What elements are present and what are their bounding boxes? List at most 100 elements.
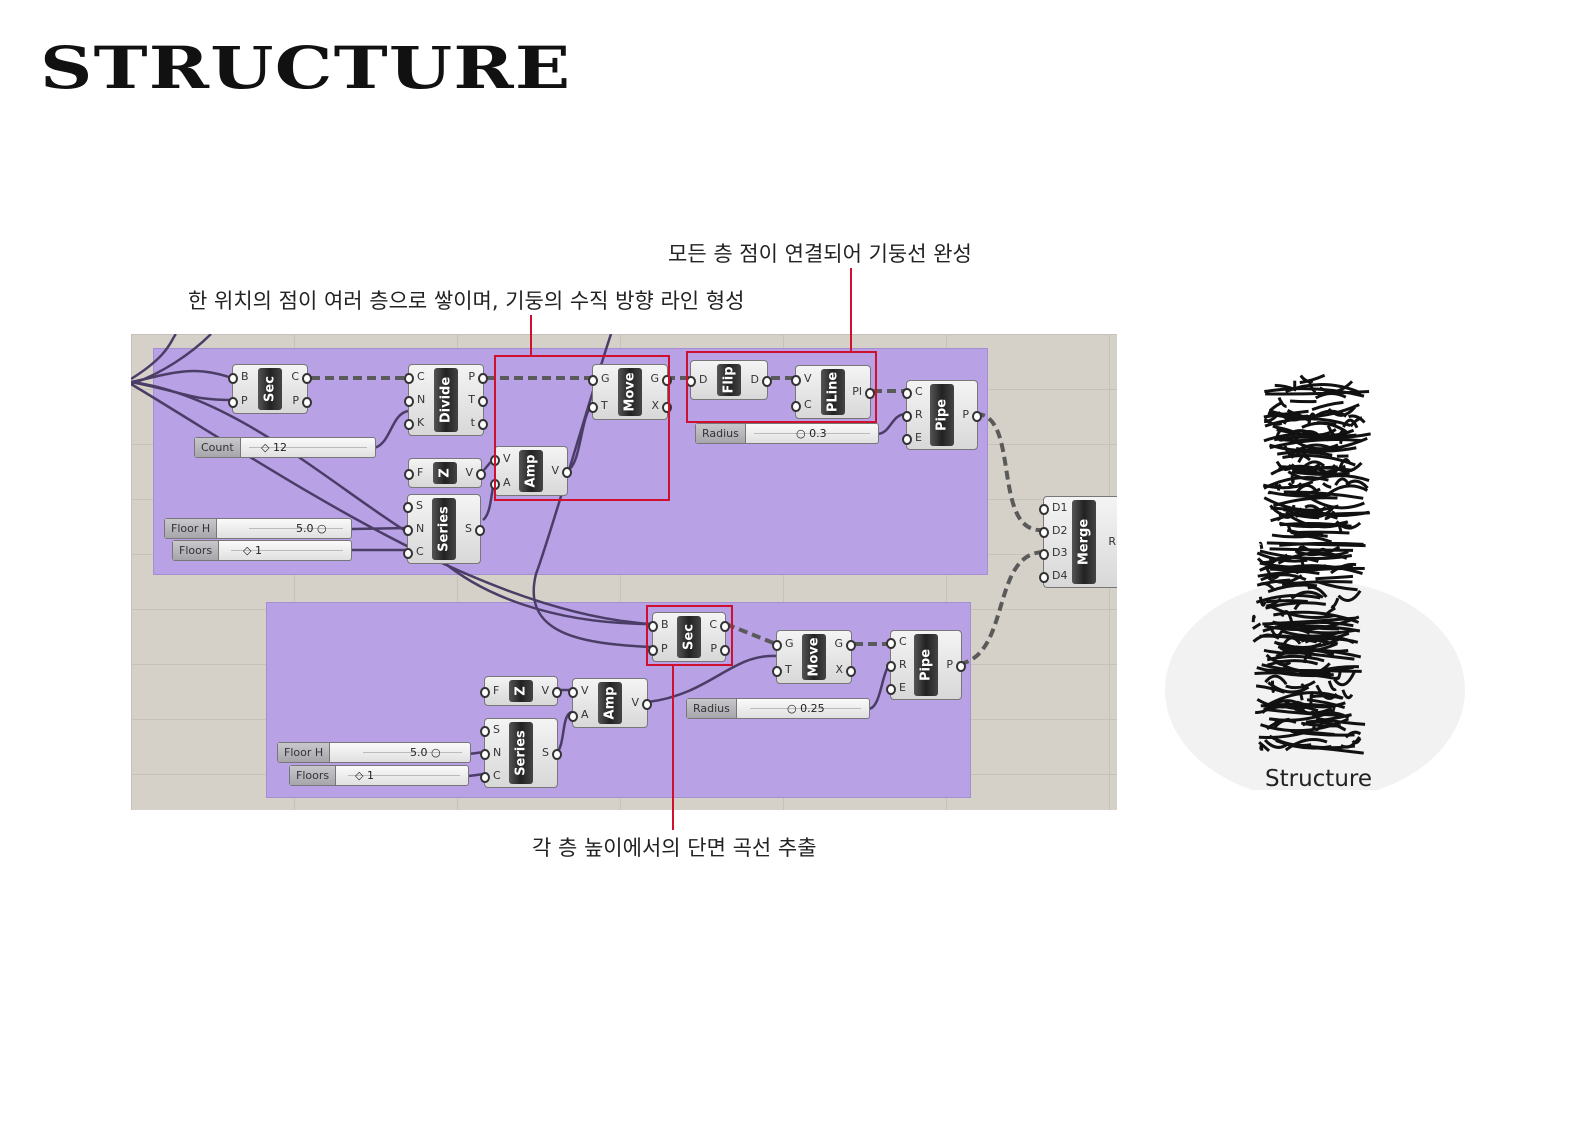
input-port[interactable]: S bbox=[403, 499, 423, 514]
input-port[interactable]: R bbox=[886, 658, 907, 672]
input-port[interactable]: C bbox=[480, 768, 501, 783]
input-port[interactable]: P bbox=[228, 394, 248, 408]
input-port[interactable]: V bbox=[791, 372, 812, 386]
output-port[interactable]: V bbox=[541, 684, 561, 698]
input-port[interactable]: A bbox=[568, 708, 589, 722]
output-port[interactable]: P bbox=[292, 394, 311, 408]
input-port[interactable]: N bbox=[402, 522, 425, 536]
output-port[interactable]: t bbox=[470, 416, 490, 431]
structure-member bbox=[1279, 636, 1302, 651]
output-port[interactable]: G bbox=[834, 637, 855, 651]
input-port[interactable]: D1 bbox=[1038, 501, 1068, 516]
output-port[interactable]: T bbox=[468, 393, 488, 407]
output-port[interactable]: V bbox=[551, 464, 571, 478]
input-port[interactable]: C bbox=[902, 385, 923, 400]
annotation-vertical-lines: 한 위치의 점이 여러 층으로 쌓이며, 기둥의 수직 방향 라인 형성 bbox=[188, 289, 745, 313]
output-port[interactable]: S bbox=[465, 522, 485, 536]
structure-member bbox=[1327, 406, 1356, 417]
input-port[interactable]: B bbox=[648, 618, 669, 632]
slider-value: 5.0 ○ bbox=[410, 746, 441, 759]
number-slider-radius[interactable]: Radius○ 0.3 bbox=[695, 423, 879, 444]
output-port[interactable]: V bbox=[465, 466, 485, 480]
structure-member bbox=[1305, 745, 1364, 755]
input-port[interactable]: P bbox=[648, 642, 668, 656]
input-port[interactable]: V bbox=[568, 684, 589, 698]
input-port[interactable]: C bbox=[403, 544, 424, 559]
input-port[interactable]: D2 bbox=[1038, 523, 1068, 538]
output-port[interactable]: P bbox=[962, 408, 981, 422]
render-caption: Structure bbox=[1265, 766, 1372, 792]
output-port[interactable]: V bbox=[631, 696, 651, 710]
slider-track[interactable] bbox=[754, 433, 870, 434]
number-slider-count[interactable]: Count◇ 12 bbox=[194, 437, 376, 458]
number-slider-floors[interactable]: Floors◇ 1 bbox=[289, 765, 469, 786]
slider-track[interactable] bbox=[231, 550, 343, 551]
input-port[interactable]: N bbox=[403, 393, 426, 407]
input-port[interactable]: R bbox=[902, 408, 923, 422]
input-port[interactable]: T bbox=[772, 663, 792, 677]
slider-track[interactable] bbox=[750, 708, 861, 709]
output-port[interactable]: P bbox=[946, 658, 965, 672]
component-core: PLine bbox=[821, 369, 845, 415]
input-port[interactable]: S bbox=[480, 723, 500, 738]
input-port[interactable]: C bbox=[886, 635, 907, 650]
input-port[interactable]: G bbox=[588, 371, 610, 386]
highlight-move-amp bbox=[494, 355, 670, 501]
structure-member bbox=[1327, 484, 1369, 496]
output-port[interactable]: R bbox=[1108, 535, 1116, 548]
output-port[interactable]: C bbox=[709, 618, 730, 632]
input-port[interactable]: E bbox=[886, 680, 906, 695]
slider-track[interactable] bbox=[249, 528, 343, 529]
structure-member bbox=[1266, 541, 1366, 548]
output-port[interactable]: P bbox=[468, 369, 487, 384]
input-port[interactable]: D4 bbox=[1038, 568, 1068, 583]
output-port[interactable]: P bbox=[710, 642, 729, 656]
input-port[interactable]: B bbox=[228, 370, 249, 384]
component-core: Sec bbox=[677, 616, 701, 658]
slider-track[interactable] bbox=[249, 447, 367, 448]
structure-member bbox=[1259, 582, 1276, 592]
input-port[interactable]: F bbox=[479, 684, 500, 698]
input-port[interactable]: F bbox=[403, 466, 424, 480]
input-port[interactable]: N bbox=[479, 746, 502, 760]
slider-track[interactable] bbox=[348, 775, 460, 776]
input-port[interactable]: G bbox=[772, 637, 794, 651]
output-port[interactable]: X bbox=[835, 663, 855, 677]
input-port[interactable]: D3 bbox=[1038, 546, 1068, 561]
input-port[interactable]: T bbox=[588, 398, 608, 413]
output-port[interactable]: S bbox=[542, 746, 562, 760]
structure-member bbox=[1264, 674, 1288, 686]
input-port[interactable]: C bbox=[404, 369, 425, 384]
structure-member bbox=[1256, 698, 1303, 709]
structure-member bbox=[1322, 482, 1332, 489]
structure-member bbox=[1330, 562, 1357, 575]
output-port[interactable]: C bbox=[291, 370, 312, 384]
slider-track[interactable] bbox=[363, 752, 462, 753]
input-port[interactable]: E bbox=[902, 430, 922, 445]
number-slider-radius[interactable]: Radius○ 0.25 bbox=[686, 698, 870, 719]
output-port[interactable]: Pl bbox=[852, 385, 875, 399]
number-slider-floors[interactable]: Floors◇ 1 bbox=[172, 540, 352, 561]
input-port[interactable]: K bbox=[403, 416, 425, 431]
highlight-flip-pline bbox=[686, 351, 877, 423]
input-port[interactable]: C bbox=[791, 398, 812, 412]
structure-member bbox=[1323, 606, 1336, 617]
